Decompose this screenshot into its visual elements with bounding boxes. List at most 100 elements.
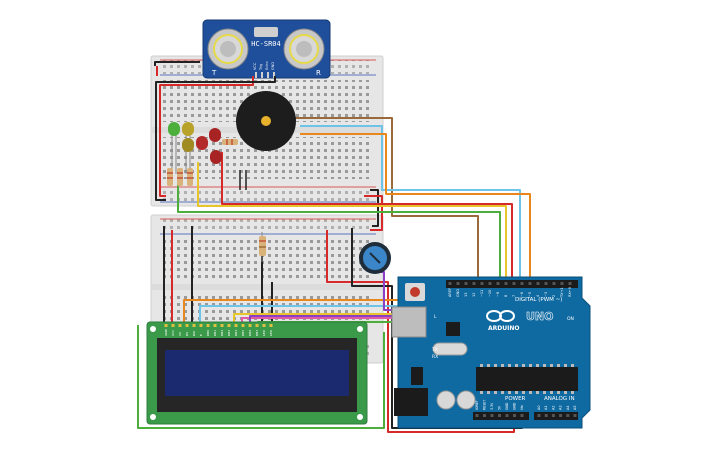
wire-red-led (221, 152, 513, 282)
header-pin-label: GND (505, 402, 509, 410)
sensor-pin (261, 72, 263, 78)
led-red-3 (210, 150, 222, 164)
resistors-led (167, 139, 238, 186)
chip-pin (543, 391, 546, 394)
lcd-pin-label: VCC (171, 330, 175, 336)
sensor-pin-label: VCC (253, 62, 257, 70)
header-pin (480, 282, 484, 285)
header-pin (475, 414, 479, 417)
header-pin (520, 414, 524, 417)
header-pin (498, 414, 501, 417)
chip-pin (508, 364, 511, 367)
header-pin (448, 282, 452, 285)
arduino-rx-label: RX (432, 354, 438, 360)
wire-orange-echo (300, 133, 531, 282)
header-pin-label: 5V (498, 405, 502, 410)
header-pin (483, 414, 486, 417)
header-pin-label: A3 (559, 405, 563, 410)
sensor-pin-label: GND (271, 62, 275, 70)
capacitor-jumpers (239, 170, 247, 190)
header-pin-label: ~10 (488, 290, 492, 297)
chip-pin (557, 391, 560, 394)
lcd-pin-label: DB5 (241, 330, 245, 336)
chip-pin (571, 391, 574, 394)
chip-pin (494, 364, 497, 367)
sensor-pin (273, 72, 275, 78)
chip-pin (522, 364, 525, 367)
header-pin-label: ~5 (528, 292, 532, 297)
lcd-pin-label: DB1 (213, 330, 217, 336)
chip-pin (487, 364, 490, 367)
header-pin (536, 282, 540, 285)
lcd-pin-label: RS (185, 332, 189, 336)
header-pin-label: ~11 (480, 290, 484, 297)
header-pin (551, 414, 555, 417)
lcd-pin-label: LED (269, 329, 273, 336)
wire-black-rail-link (370, 189, 379, 227)
led-red-2 (209, 128, 221, 142)
sensor-pin-label: Echo (265, 62, 269, 71)
chip-pin (564, 391, 567, 394)
chip-pin (522, 391, 525, 394)
header-pin (544, 414, 548, 417)
chip-pin (543, 364, 546, 367)
header-pin (512, 282, 516, 285)
lcd-pin (234, 324, 238, 327)
lcd-pin-label: DB4 (234, 330, 238, 336)
header-pin-label: A1 (544, 405, 548, 410)
chip-pin (571, 364, 574, 367)
header-pin (496, 282, 500, 285)
lcd-pin-label: DB2 (220, 330, 224, 336)
potentiometer (359, 242, 391, 274)
arduino-brand: ARDUINO (488, 325, 519, 332)
lcd-pin (185, 324, 189, 327)
arduino-tx-label: TX (431, 347, 438, 353)
header-pin-label: A4 (566, 405, 570, 410)
sensor-pin-label: Trig (259, 64, 263, 71)
lcd-pin-label: DB3 (227, 330, 231, 336)
wire-green-lcd-outline (137, 325, 385, 429)
header-pin-label: A5 (573, 405, 577, 410)
sensor-pin (255, 72, 257, 78)
header-pin-label: ~9 (496, 292, 500, 297)
sensor-right-mark: R (316, 69, 321, 77)
chip-pin (529, 364, 532, 367)
header-pin-label: GND (513, 402, 517, 410)
arduino-model: UNO (526, 310, 554, 323)
lcd-pin (248, 324, 252, 327)
lcd-pin (206, 324, 210, 327)
header-pin-label: 7 (512, 295, 516, 297)
lcd-pin (171, 324, 175, 327)
lcd-pin (269, 324, 273, 327)
header-pin (513, 414, 516, 417)
lcd-pin (227, 324, 231, 327)
wire-brown-buzzer (294, 117, 479, 282)
chip-pin (550, 391, 553, 394)
header-pin-label: A0 (537, 405, 541, 410)
header-pin-label: 2 (552, 295, 556, 297)
header-pin (537, 414, 541, 417)
chip-pin (487, 391, 490, 394)
chip-pin (557, 364, 560, 367)
chip-pin (501, 364, 504, 367)
wire-black-top-rail (154, 61, 200, 66)
wire-red-5v (326, 230, 515, 433)
wire-lightblue-trig (300, 125, 521, 282)
buzzer (236, 91, 296, 151)
header-pin-label: ~6 (520, 292, 524, 297)
header-pin (505, 414, 509, 417)
header-pin (568, 282, 572, 285)
header-pin (544, 282, 548, 285)
header-pin (504, 282, 508, 285)
header-pin-label: TX→1 (560, 287, 564, 298)
header-pin-label: ~3 (544, 292, 548, 297)
lcd-pin-label: LED (262, 329, 266, 336)
header-pin-label: 4 (536, 294, 540, 297)
led-yellow-2 (182, 138, 194, 152)
chip-pin (529, 391, 532, 394)
lcd-pin-label: DB0 (206, 330, 210, 336)
header-pin-label: IOREF (475, 400, 479, 410)
arduino-logo-icon (486, 310, 515, 322)
